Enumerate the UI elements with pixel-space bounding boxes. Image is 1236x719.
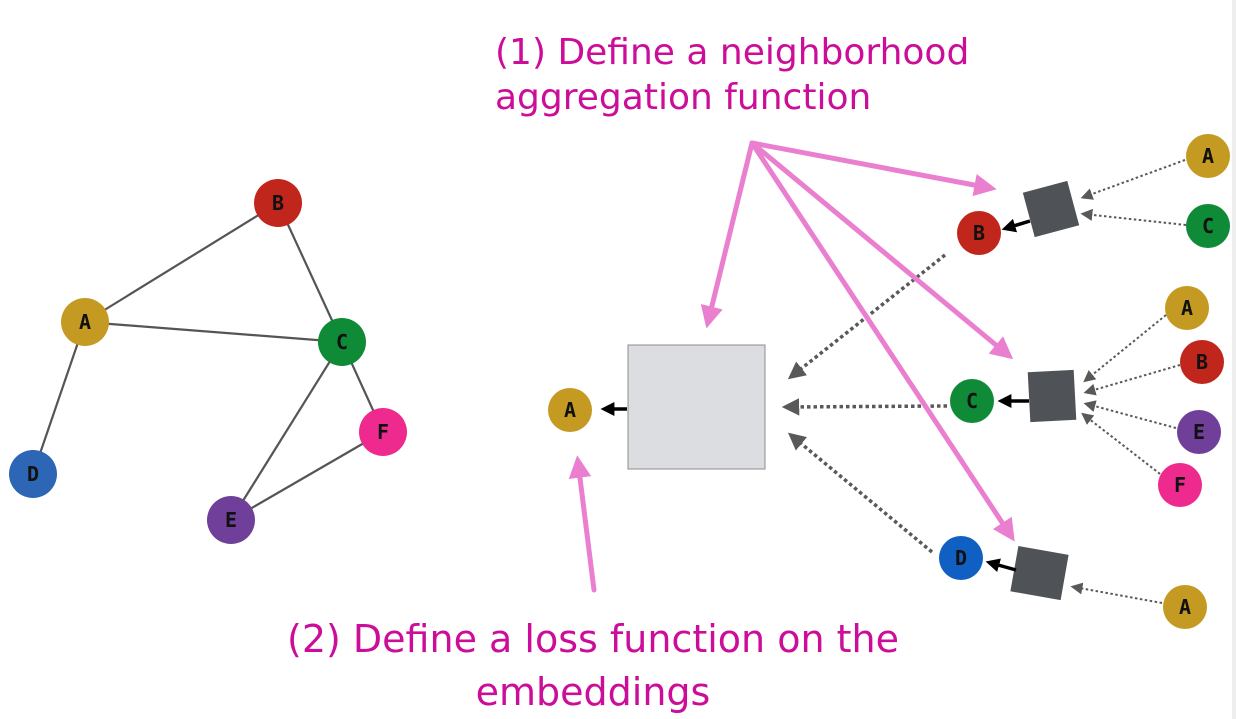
tree-level2-node-f-under-c: F	[1158, 463, 1202, 507]
arrow-b-box-to-b	[1001, 218, 1031, 233]
arrow-c-to-main-box	[781, 398, 948, 416]
arrow-a-to-b-box	[1080, 159, 1186, 200]
graph-node-e: E	[207, 496, 255, 544]
graph-node-label: D	[27, 462, 39, 486]
tree-node-label: C	[1202, 214, 1214, 238]
graph-node-label: C	[336, 330, 348, 354]
tree-node-label: B	[973, 221, 985, 245]
graph-node-label: E	[225, 508, 237, 532]
box-output-arrows	[600, 218, 1031, 573]
loss-caption: (2) Define a loss function on the embedd…	[283, 613, 903, 719]
tree-root-node-a: A	[548, 388, 592, 432]
arrow-a-to-d-box	[1070, 582, 1163, 604]
page-edge	[1232, 0, 1236, 719]
tree-node-label: C	[966, 389, 978, 413]
arrow-c-to-b-box	[1080, 208, 1187, 226]
edge-a-c	[84, 320, 343, 344]
arrow-e-to-c-box	[1083, 400, 1177, 429]
annotation-arrows	[568, 140, 1015, 593]
aggregation-arrow-to-c-box	[749, 140, 1014, 360]
level2-message-arrows	[1070, 159, 1187, 604]
tree-node-label: F	[1174, 473, 1186, 497]
loss-caption-line1: (2) Define a loss function on the	[287, 617, 899, 661]
tree-node-label: A	[1179, 595, 1191, 619]
graph-node-c: C	[318, 318, 366, 366]
tree-level2-node-b-under-c: B	[1180, 340, 1224, 384]
tree-level1-node-c: C	[950, 379, 994, 423]
arrow-f-to-c-box	[1081, 412, 1165, 478]
tree-node-label: B	[1196, 350, 1208, 374]
tree-level2-node-a-under-b: A	[1186, 134, 1230, 178]
edge-a-b	[84, 202, 279, 323]
aggregation-box-b	[1022, 180, 1080, 238]
aggregation-arrow-to-d-box	[749, 140, 1015, 542]
computation-graph: A B C D A C A B	[548, 134, 1230, 629]
arrow-a-to-c-box	[1083, 314, 1167, 383]
graph-node-label: F	[377, 420, 389, 444]
loss-arrow-to-root	[568, 455, 597, 593]
tree-node-label: A	[1202, 144, 1214, 168]
graph-node-a: A	[61, 298, 109, 346]
graph-node-label: B	[272, 191, 284, 215]
edge-c-e	[230, 341, 343, 521]
aggregation-box-d	[1010, 546, 1069, 601]
arrow-d-to-main-box	[787, 432, 934, 554]
tree-level2-node-c-under-b: C	[1186, 204, 1230, 248]
arrow-d-box-to-d	[985, 558, 1017, 573]
tree-level2-node-a-under-c: A	[1165, 286, 1209, 330]
aggregation-box-main	[627, 344, 766, 470]
tree-node-label: E	[1193, 420, 1205, 444]
edge-e-f	[230, 431, 384, 521]
loss-caption-line2: embeddings	[475, 670, 711, 714]
graph-node-f: F	[359, 408, 407, 456]
graph-node-b: B	[254, 179, 302, 227]
edge-a-d	[31, 321, 87, 475]
aggregation-box-c	[1027, 369, 1077, 423]
graph-node-d: D	[9, 450, 57, 498]
tree-node-label: D	[955, 546, 967, 570]
tree-level2-node-e-under-c: E	[1177, 410, 1221, 454]
tree-level1-node-b: B	[957, 211, 1001, 255]
aggregation-caption: (1) Define a neighborhood aggregation fu…	[495, 30, 969, 120]
aggregation-caption-line2: aggregation function	[495, 77, 872, 118]
aggregation-caption-line1: (1) Define a neighborhood	[495, 32, 970, 73]
aggregation-arrow-to-main-box	[700, 140, 755, 329]
tree-level2-node-a-under-d: A	[1163, 585, 1207, 629]
edge-b-c	[277, 202, 343, 343]
tree-level1-node-d: D	[939, 536, 983, 580]
aggregation-arrow-to-b-box	[749, 140, 997, 197]
arrow-b-to-c-box	[1083, 364, 1181, 396]
graph-node-label: A	[79, 310, 91, 334]
input-graph: B A C F D E	[9, 179, 407, 544]
tree-node-label: A	[564, 398, 576, 422]
tree-node-label: A	[1181, 296, 1193, 320]
